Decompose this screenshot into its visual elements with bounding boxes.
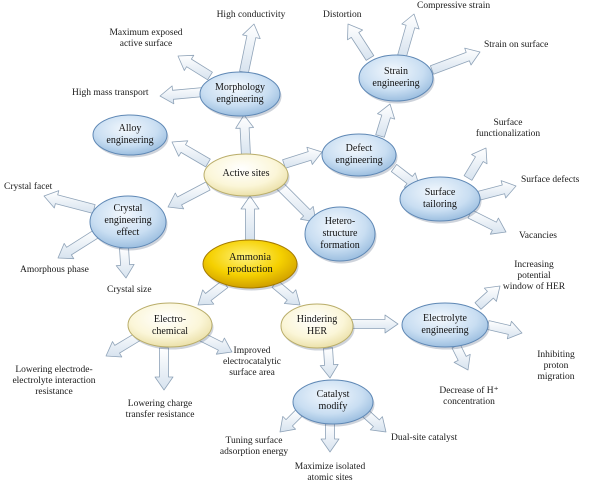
- arrow-catalyst-to-tuning: [279, 408, 304, 433]
- catalyst-modify-node: Catalyst modify: [316, 389, 350, 412]
- morphology-engineering-node: Morphology engineering: [215, 82, 265, 105]
- arrow-crystal-to-size: [115, 247, 135, 279]
- ellipse-crystal: [89, 195, 167, 249]
- arrow-tailoring-to-functionalization: [463, 147, 488, 181]
- label-dual-site-catalyst: Dual-site catalyst: [391, 433, 458, 443]
- label-surface-defects: Surface defects: [521, 175, 580, 185]
- label-lowering-electrode-electrolyte: Lowering electrode- electrolyte interact…: [12, 365, 96, 397]
- arrow-morph-to-mass-transport: [159, 85, 205, 105]
- label-maximum-exposed-active-surface: Maximum exposed active surface: [109, 28, 183, 49]
- arrow-active-to-defect: [282, 146, 323, 169]
- arrow-active-to-hetero: [276, 182, 317, 223]
- arrow-electrolyte-to-decrease: [451, 343, 471, 371]
- label-increasing-potential-window: Increasing potential window of HER: [502, 260, 566, 292]
- arrow-hindering-to-catalyst: [319, 347, 339, 379]
- arrow-catalyst-to-maximize: [320, 423, 340, 453]
- label-maximize-isolated-sites: Maximize isolated atomic sites: [294, 462, 366, 483]
- label-tuning-adsorption-energy: Tuning surface adsorption energy: [219, 436, 289, 457]
- arrow-crystal-to-facet: [43, 190, 96, 214]
- arrow-crystal-to-amorphous: [57, 229, 99, 260]
- ellipse-defect: [321, 133, 397, 177]
- ellipse-hindering: [280, 303, 354, 349]
- crystal-engineering-effect-node: Crystal engineering effect: [104, 203, 152, 238]
- arrow-morph-to-max-exposed: [177, 54, 213, 81]
- ellipse-alloy: [92, 114, 168, 156]
- label-improved-surface-area: Improved electrocatalytic surface area: [222, 346, 282, 378]
- label-crystal-size: Crystal size: [107, 285, 152, 295]
- ellipse-electrochemical: [127, 302, 213, 348]
- heterostructure-formation-node: Hetero- structure formation: [320, 216, 360, 251]
- ammonia-production-node: Ammonia production: [227, 252, 273, 275]
- arrow-defect-to-strain: [375, 103, 396, 138]
- label-crystal-facet: Crystal facet: [4, 182, 53, 192]
- arrow-ammonia-to-electrochemical: [197, 279, 229, 306]
- ellipse-morphology: [199, 71, 281, 117]
- ellipse-ammonia-production: [202, 239, 298, 289]
- active-sites-node: Active sites: [222, 168, 270, 179]
- arrow-tailoring-to-vacancies: [467, 209, 507, 235]
- hindering-her-node: Hindering HER: [296, 314, 338, 337]
- strain-engineering-node: Strain engineering: [372, 66, 420, 89]
- arrow-strain-to-strain-surface: [429, 47, 481, 75]
- label-high-conductivity: High conductivity: [216, 10, 286, 20]
- electrochemical-node: Electro- chemical: [151, 314, 189, 337]
- arrow-strain-to-compressive: [397, 13, 420, 58]
- label-decrease-h-concentration: Decrease of H⁺ concentration: [439, 386, 499, 407]
- ellipse-electrolyte: [401, 302, 489, 348]
- arrow-ammonia-to-active-sites: [240, 195, 260, 241]
- arrow-morph-to-conductivity: [239, 23, 261, 74]
- arrow-electro-to-lowering-ct: [154, 347, 174, 391]
- surface-tailoring-node: Surface tailoring: [423, 187, 457, 210]
- arrow-electrolyte-to-increasing: [474, 285, 501, 310]
- label-vacancies: Vacancies: [519, 231, 557, 241]
- arrow-electrolyte-to-inhibiting: [486, 320, 523, 340]
- arrow-active-to-alloy: [171, 140, 211, 168]
- ellipse-hetero: [304, 206, 376, 262]
- label-lowering-charge-transfer: Lowering charge transfer resistance: [125, 399, 195, 420]
- label-inhibiting-proton-migration: Inhibiting proton migration: [537, 350, 575, 382]
- label-compressive-strain: Compressive strain: [417, 1, 491, 11]
- label-high-mass-transport: High mass transport: [72, 88, 149, 98]
- ellipse-surface-tailoring: [399, 176, 481, 222]
- ellipse-strain: [358, 54, 434, 102]
- label-distortion: Distortion: [323, 10, 362, 20]
- arrow-active-to-crystal: [167, 181, 211, 210]
- alloy-engineering-node: Alloy engineering: [106, 123, 154, 146]
- label-amorphous-phase: Amorphous phase: [20, 265, 89, 275]
- arrow-strain-to-distortion: [347, 23, 375, 61]
- electrolyte-engineering-node: Electrolyte engineering: [421, 313, 469, 336]
- label-strain-on-surface: Strain on surface: [484, 40, 549, 50]
- label-surface-functionalization: Surface functionalization: [475, 118, 541, 139]
- ellipse-catalyst: [292, 379, 374, 425]
- ellipse-active-sites: [203, 153, 289, 197]
- arrow-hindering-to-electrolyte: [349, 314, 399, 334]
- arrow-active-to-morphology: [235, 114, 255, 157]
- arrow-tailoring-to-surface-defects: [476, 180, 517, 201]
- defect-engineering-node: Defect engineering: [335, 143, 383, 166]
